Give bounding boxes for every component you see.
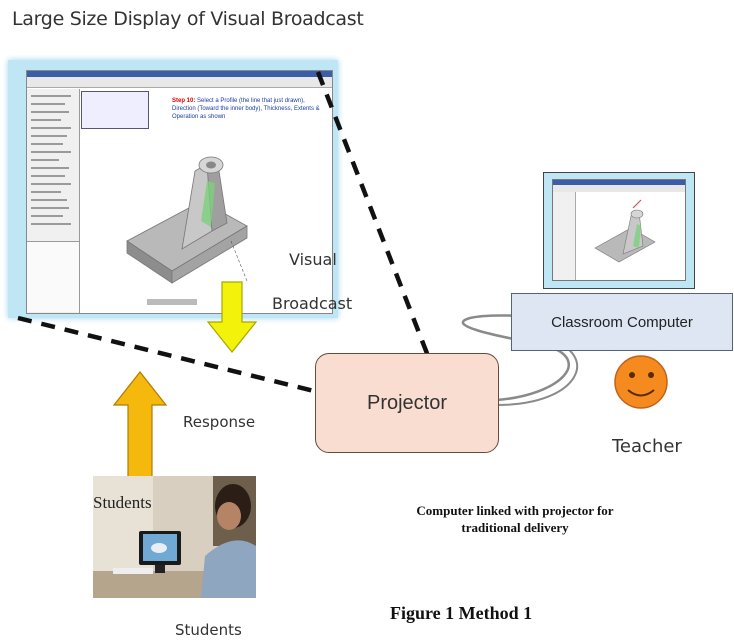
screen-step-text: Step 10: Select a Profile (the line that… xyxy=(172,97,330,131)
diagram-title: Large Size Display of Visual Broadcast xyxy=(12,8,364,30)
cad-software-screenshot: Step 10: Select a Profile (the line that… xyxy=(26,70,333,314)
cad-3d-model xyxy=(126,156,248,284)
classroom-computer-box: Classroom Computer xyxy=(511,293,733,351)
students-label-photo: Students xyxy=(93,493,152,512)
up-arrow-icon xyxy=(112,371,168,486)
screen-property-panel xyxy=(27,241,80,312)
students-photo-illustration xyxy=(93,476,256,598)
projection-line-top xyxy=(315,71,431,357)
screen-dialog-box xyxy=(81,91,149,129)
screen-title-bar xyxy=(27,71,332,77)
students-label-bottom: Students xyxy=(175,621,242,639)
screen-footer-text xyxy=(147,299,197,305)
projector-box: Projector xyxy=(315,353,499,453)
screen-toolbar xyxy=(27,77,332,88)
caption-line-1: Computer linked with projector for xyxy=(416,503,614,518)
step-description: Select a Profile (the line that just dra… xyxy=(172,98,320,120)
large-display-screen: Step 10: Select a Profile (the line that… xyxy=(8,60,338,318)
projection-line-bottom xyxy=(17,315,319,395)
caption-line-2: traditional delivery xyxy=(461,520,569,535)
teacher-label: Teacher xyxy=(612,436,682,457)
monitor-screen xyxy=(552,179,686,281)
figure-label: Figure 1 Method 1 xyxy=(390,603,533,623)
step-label: Step 10: xyxy=(172,98,196,104)
students-photo xyxy=(93,476,256,598)
smiley-face-icon xyxy=(614,355,668,409)
classroom-monitor xyxy=(543,172,695,289)
diagram-caption: Computer linked with projector for tradi… xyxy=(365,502,665,536)
down-arrow-icon xyxy=(206,281,258,353)
broadcast-label: Broadcast xyxy=(272,294,353,313)
visual-label: Visual xyxy=(289,250,337,269)
response-label: Response xyxy=(183,413,256,431)
